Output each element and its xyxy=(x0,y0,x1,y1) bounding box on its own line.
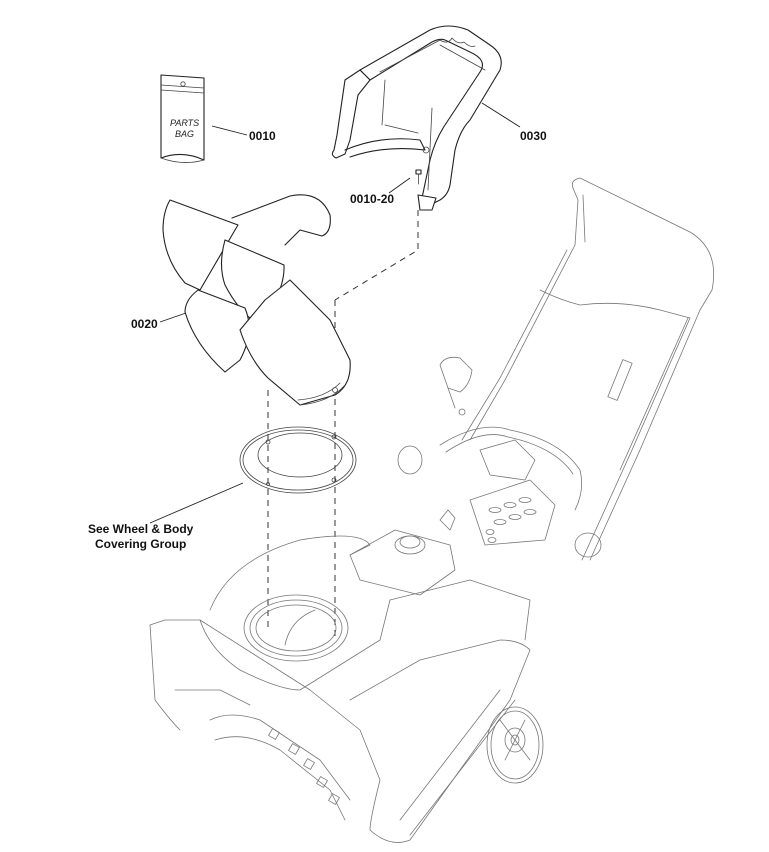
leader-0010-20 xyxy=(388,177,411,194)
reference-note-line2: Covering Group xyxy=(95,537,186,551)
reference-note-line1: See Wheel & Body xyxy=(88,522,194,536)
callout-0010: 0010 xyxy=(249,129,276,143)
snow-thrower-body xyxy=(149,177,715,843)
assembly-line-frame xyxy=(334,210,419,301)
parts-bag-label-line1: PARTS xyxy=(170,118,199,128)
callout-0030: 0030 xyxy=(520,129,547,143)
leader-reference-note xyxy=(149,482,244,524)
callout-0010-20: 0010-20 xyxy=(350,192,394,206)
screw-0010-20 xyxy=(415,169,422,185)
callout-0020: 0020 xyxy=(131,317,158,331)
parts-bag-label-line2: BAG xyxy=(175,129,194,139)
parts-bag: PARTS BAG xyxy=(160,74,205,163)
leader-0030 xyxy=(481,102,521,128)
leader-0020 xyxy=(159,312,187,323)
ring-gasket xyxy=(239,426,357,494)
leader-0010 xyxy=(211,125,248,136)
chute-frame-0030 xyxy=(331,25,502,211)
discharge-chute-0020 xyxy=(162,194,351,406)
